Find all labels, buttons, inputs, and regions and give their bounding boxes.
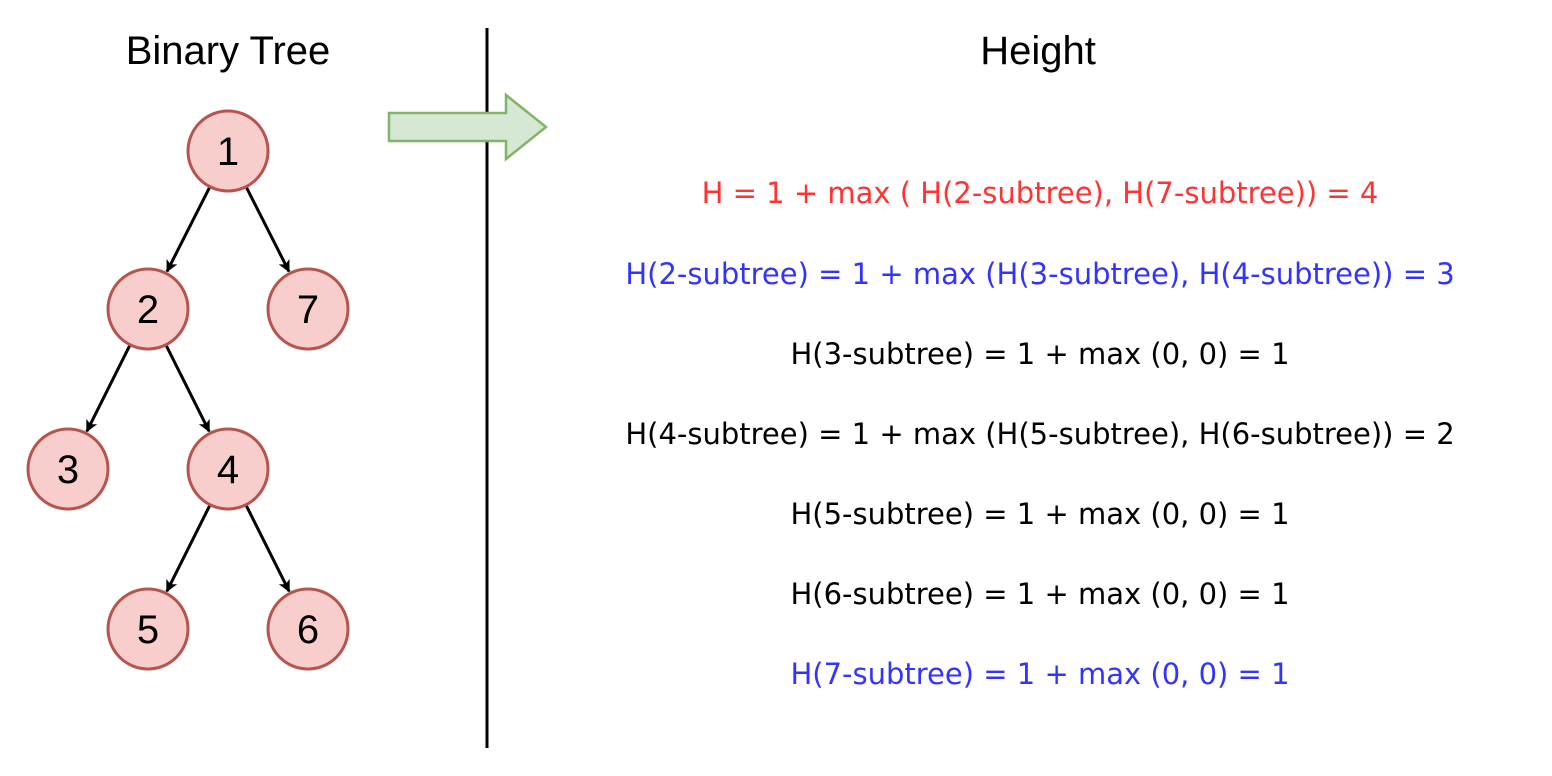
- height-title: Height: [980, 29, 1096, 73]
- height-equations: H = 1 + max ( H(2-subtree), H(7-subtree)…: [625, 176, 1454, 691]
- tree-edge-4-5: [165, 504, 212, 593]
- tree-node-label: 6: [297, 608, 319, 652]
- tree-nodes: 1 2 7 3 4 5 6: [26, 109, 350, 671]
- tree-edge-2-3: [85, 344, 132, 433]
- equation-line-2: H(2-subtree) = 1 + max (H(3-subtree), H(…: [625, 257, 1454, 291]
- tree-node-label: 7: [297, 288, 319, 332]
- tree-edge-2-4: [164, 344, 211, 433]
- tree-node-label: 1: [217, 130, 239, 174]
- equation-line-1: H = 1 + max ( H(2-subtree), H(7-subtree)…: [702, 176, 1379, 210]
- equation-line-4: H(4-subtree) = 1 + max (H(5-subtree), H(…: [625, 417, 1454, 451]
- tree-node-label: 2: [137, 288, 159, 332]
- tree-node-circle: [106, 587, 190, 671]
- equation-line-5: H(5-subtree) = 1 + max (0, 0) = 1: [790, 497, 1289, 531]
- tree-node-circle: [106, 267, 190, 351]
- tree-node-circle: [266, 587, 350, 671]
- tree-node-3: 3: [26, 427, 110, 511]
- equation-line-7: H(7-subtree) = 1 + max (0, 0) = 1: [790, 657, 1289, 691]
- tree-node-6: 6: [266, 587, 350, 671]
- tree-edges: [85, 186, 291, 593]
- tree-edge-1-7: [244, 186, 291, 273]
- tree-node-4: 4: [186, 427, 270, 511]
- tree-node-1: 1: [186, 109, 270, 193]
- tree-node-7: 7: [266, 267, 350, 351]
- binary-tree-title: Binary Tree: [126, 29, 331, 73]
- tree-node-label: 4: [217, 448, 239, 492]
- tree-node-circle: [26, 427, 110, 511]
- tree-node-label: 5: [137, 608, 159, 652]
- tree-node-2: 2: [106, 267, 190, 351]
- tree-node-circle: [266, 267, 350, 351]
- tree-node-circle: [186, 427, 270, 511]
- right-arrow-icon: [387, 92, 549, 162]
- equation-line-3: H(3-subtree) = 1 + max (0, 0) = 1: [790, 337, 1289, 371]
- equation-line-6: H(6-subtree) = 1 + max (0, 0) = 1: [790, 577, 1289, 611]
- tree-node-circle: [186, 109, 270, 193]
- tree-edge-1-2: [165, 186, 212, 273]
- tree-node-5: 5: [106, 587, 190, 671]
- tree-node-label: 3: [57, 448, 79, 492]
- tree-edge-4-6: [244, 504, 291, 593]
